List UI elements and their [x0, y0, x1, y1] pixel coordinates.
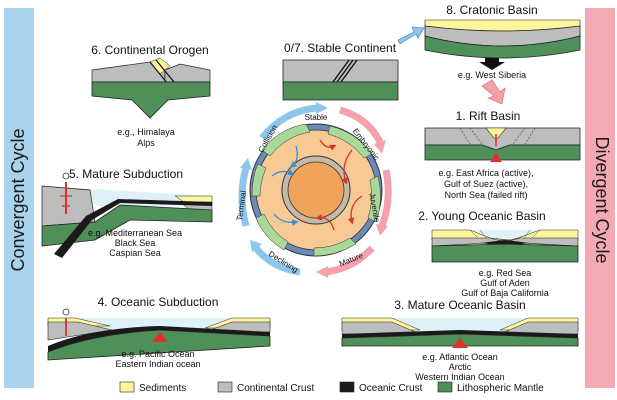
legend-label-lithospheric-mantle: Lithospheric Mantle [457, 383, 544, 394]
legend-label-continental-crust: Continental Crust [237, 383, 314, 394]
continental-orogen-title: 6. Continental Orogen [91, 43, 208, 57]
continental-orogen-example-2: Alps [137, 138, 155, 148]
oceanic-subduction-title: 4. Oceanic Subduction [98, 295, 219, 309]
legend-label-sediments: Sediments [139, 383, 186, 394]
legend-swatch-continental-crust [217, 381, 233, 393]
legend: Sediments Continental Crust Oceanic Crus… [119, 381, 544, 394]
cratonic-basin-title: 8. Cratonic Basin [446, 3, 537, 17]
arrow-cratonic-down [479, 58, 505, 70]
cycle-arrow-mature [325, 245, 375, 276]
cycle-arrow-collision-stable [259, 104, 319, 141]
rift-basin-example-1: e.g. East Africa (active), [438, 168, 533, 178]
mature-subduction-title: 5. Mature Subduction [69, 167, 183, 181]
mature-subduction-example-3: Caspian Sea [109, 248, 161, 258]
mature-subduction-section: 5. Mature Subduction e.g. Mediterranean … [41, 167, 213, 258]
cycle-arrow-embryonic [338, 106, 384, 144]
stable-continent-title: 0/7. Stable Continent [284, 41, 397, 55]
mature-subduction-example-1: e.g. Mediterranean Sea [88, 228, 182, 238]
rift-basin-section: 1. Rift Basin e.g. East Africa (active),… [424, 109, 581, 200]
legend-swatch-sediments [119, 381, 135, 393]
divergent-band [585, 8, 615, 388]
cratonic-basin-example: e.g. West Siberia [458, 70, 526, 80]
cycle-label-stable: Stable [305, 113, 328, 122]
young-oceanic-basin-title: 2. Young Oceanic Basin [418, 209, 545, 223]
young-oceanic-basin-example-2: Gulf of Aden [480, 278, 530, 288]
convergent-band [4, 8, 34, 388]
legend-swatch-oceanic-crust [339, 381, 355, 393]
mature-oceanic-basin-example-2: Arctic [449, 362, 472, 372]
mature-oceanic-basin-example-1: e.g. Atlantic Ocean [422, 352, 498, 362]
mature-oceanic-basin-section: 3. Mature Oceanic Basin e.g. Atlantic Oc… [341, 298, 579, 382]
divergent-cycle-label: Divergent Cycle [592, 136, 612, 263]
young-oceanic-basin-section: 2. Young Oceanic Basin e.g. Red Sea Gulf… [418, 209, 579, 298]
oceanic-subduction-example-1: e.g. Pacific Ocean [121, 349, 194, 359]
arrow-to-rift [481, 79, 506, 105]
stable-continent-section: 0/7. Stable Continent [282, 41, 399, 101]
cycle-arrow-juvenile [378, 169, 392, 228]
cycle-arrow-declining [253, 245, 301, 276]
young-oceanic-basin-example-1: e.g. Red Sea [479, 268, 532, 278]
rift-basin-example-2: Gulf of Suez (active), [444, 179, 528, 189]
convergent-cycle-label: Convergent Cycle [8, 128, 28, 271]
continental-orogen-section: 6. Continental Orogen e.g., Himalaya Alp… [91, 43, 211, 148]
arrow-to-cratonic [397, 26, 425, 45]
legend-label-oceanic-crust: Oceanic Crust [359, 383, 423, 394]
oceanic-subduction-example-2: Eastern Indian ocean [115, 359, 200, 369]
mature-oceanic-basin-title: 3. Mature Oceanic Basin [394, 298, 525, 312]
cycle-arrow-terminal [238, 167, 250, 227]
rift-basin-example-3: North Sea (failed rift) [444, 190, 527, 200]
cycle-label-terminal: Terminal [235, 190, 248, 221]
mature-oceanic-basin-example-3: Western Indian Ocean [415, 372, 504, 382]
cratonic-basin-section: 8. Cratonic Basin e.g. West Siberia [424, 3, 581, 80]
earth-cycle-wheel: Stable Embryonic Juvenile Mature Declini… [235, 102, 392, 278]
mature-subduction-example-2: Black Sea [115, 238, 156, 248]
legend-swatch-lithospheric-mantle [437, 381, 453, 393]
young-oceanic-basin-example-3: Gulf of Baja California [461, 288, 549, 298]
rift-basin-title: 1. Rift Basin [456, 109, 521, 123]
oceanic-subduction-section: 4. Oceanic Subduction e.g. Pacific Ocean… [47, 295, 271, 369]
continental-orogen-example-1: e.g., Himalaya [117, 127, 175, 137]
